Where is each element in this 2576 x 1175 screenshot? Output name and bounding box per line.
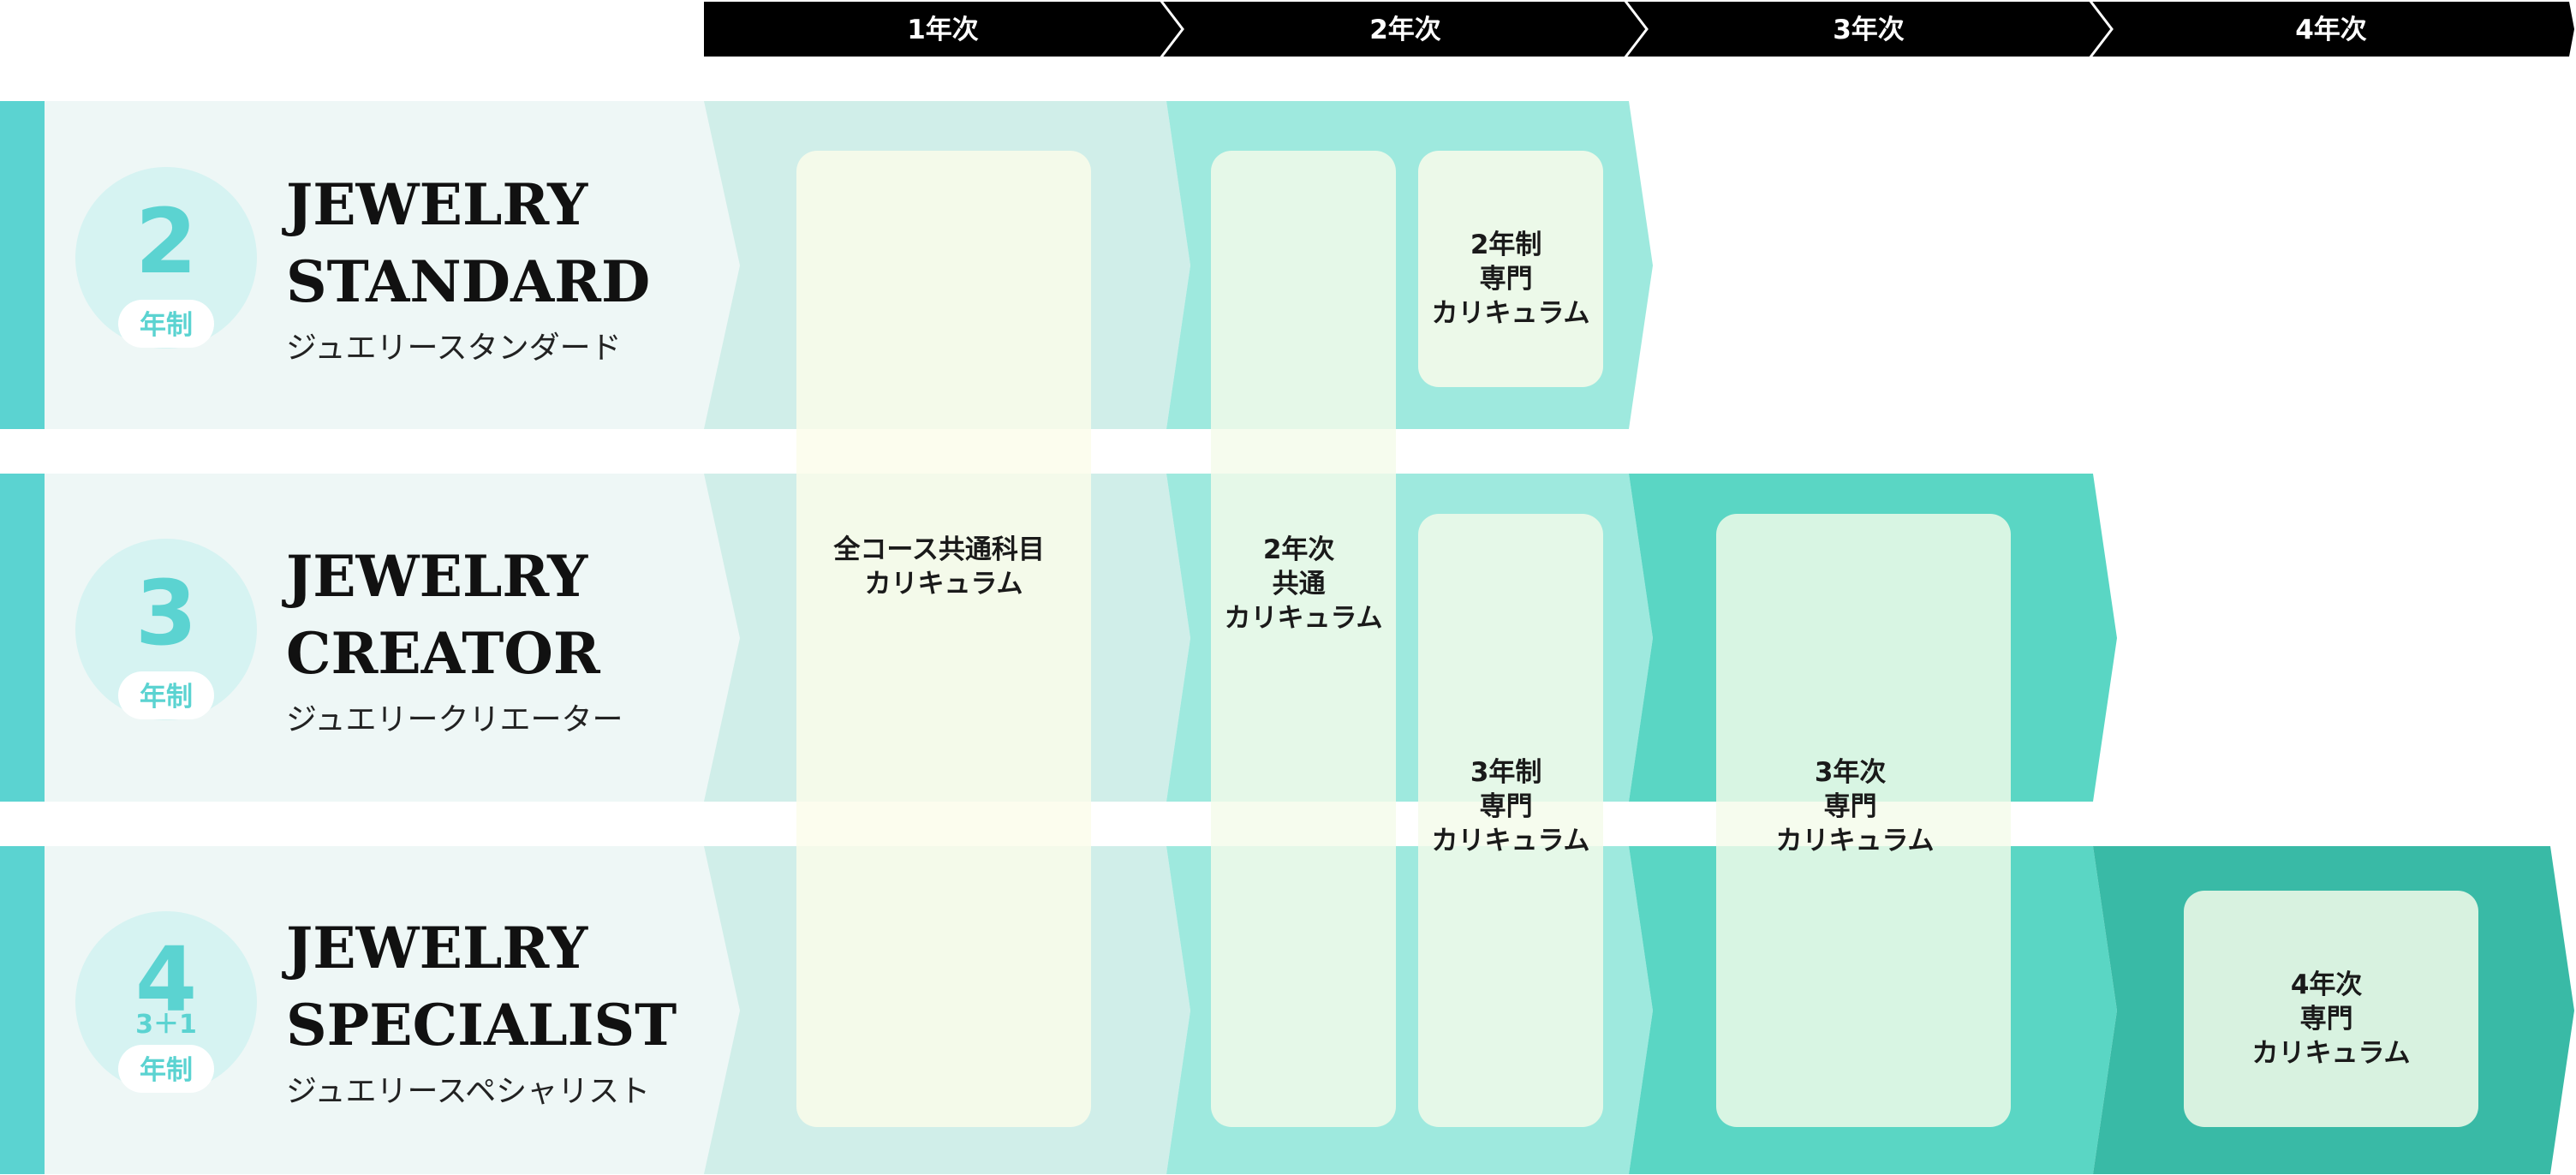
common-curriculum-box [796, 151, 1091, 1127]
year-header-divider-3 [2088, 0, 2114, 59]
years-number: 3 [135, 561, 197, 665]
year-header-divider-2 [1623, 0, 1649, 59]
years-unit: 年制 [140, 1055, 193, 1086]
years-unit: 年制 [140, 682, 193, 713]
two-year-curriculum-box [1418, 151, 1603, 387]
year-header: 1年次 2年次 3年次 4年次 [704, 0, 2574, 59]
years-number: 2 [135, 189, 197, 294]
course-name-ja: ジュエリースタンダード [286, 331, 622, 366]
year-label-2: 2年次 [1369, 15, 1441, 45]
two-year-curriculum-label: 2年制 専門 カリキュラム [1431, 230, 1589, 329]
three-year-curriculum-label: 3年制 専門 カリキュラム [1431, 757, 1589, 856]
years-number: 4 [135, 927, 197, 1032]
row-accent-bar [0, 101, 45, 429]
course-name-en-line2: CREATOR [286, 620, 601, 687]
course-name-en-line1: JEWELRY [282, 171, 588, 238]
year2-common-curriculum-box [1211, 151, 1396, 1127]
row-accent-bar [0, 846, 45, 1174]
years-badge [75, 167, 257, 349]
year2-common-curriculum-label: 2年次 共通 カリキュラム [1224, 534, 1382, 634]
years-badge [75, 539, 257, 720]
unit-pill [118, 671, 214, 719]
course-specialist-info: 4 3＋1 年制 JEWELRY SPECIALIST ジュエリースペシャリスト [75, 911, 677, 1109]
years-breakdown: 3＋1 [135, 1010, 197, 1040]
year4-curriculum-box [2184, 891, 2478, 1127]
unit-pill [118, 300, 214, 348]
course-name-en-line1: JEWELRY [282, 915, 588, 981]
year3-curriculum-box [1716, 514, 2011, 1127]
year-label-4: 4年次 [2295, 15, 2367, 45]
course-name-en-line1: JEWELRY [282, 543, 588, 610]
three-year-curriculum-box [1418, 514, 1603, 1127]
course-name-en-line2: STANDARD [286, 248, 650, 315]
year-header-divider-1 [1159, 0, 1184, 59]
course-standard-info: 2 年制 JEWELRY STANDARD ジュエリースタンダード [75, 167, 650, 366]
course-creator-info: 3 年制 JEWELRY CREATOR ジュエリークリエーター [75, 539, 623, 737]
years-badge [75, 911, 257, 1093]
course-name-ja: ジュエリースペシャリスト [286, 1074, 650, 1109]
year-label-1: 1年次 [907, 15, 979, 45]
year4-curriculum-label: 4年次 専門 カリキュラム [2251, 969, 2410, 1069]
unit-pill [118, 1045, 214, 1093]
year3-curriculum-label: 3年次 専門 カリキュラム [1775, 757, 1934, 856]
common-curriculum-label: 全コース共通科目 カリキュラム [832, 534, 1053, 599]
year-label-3: 3年次 [1833, 15, 1905, 45]
row-accent-bar [0, 474, 45, 802]
course-name-en-line2: SPECIALIST [286, 992, 677, 1059]
years-unit: 年制 [140, 310, 193, 341]
curriculum-boxes [796, 151, 2478, 1127]
year-header-bar [704, 2, 2574, 57]
course-name-ja: ジュエリークリエーター [286, 702, 623, 737]
